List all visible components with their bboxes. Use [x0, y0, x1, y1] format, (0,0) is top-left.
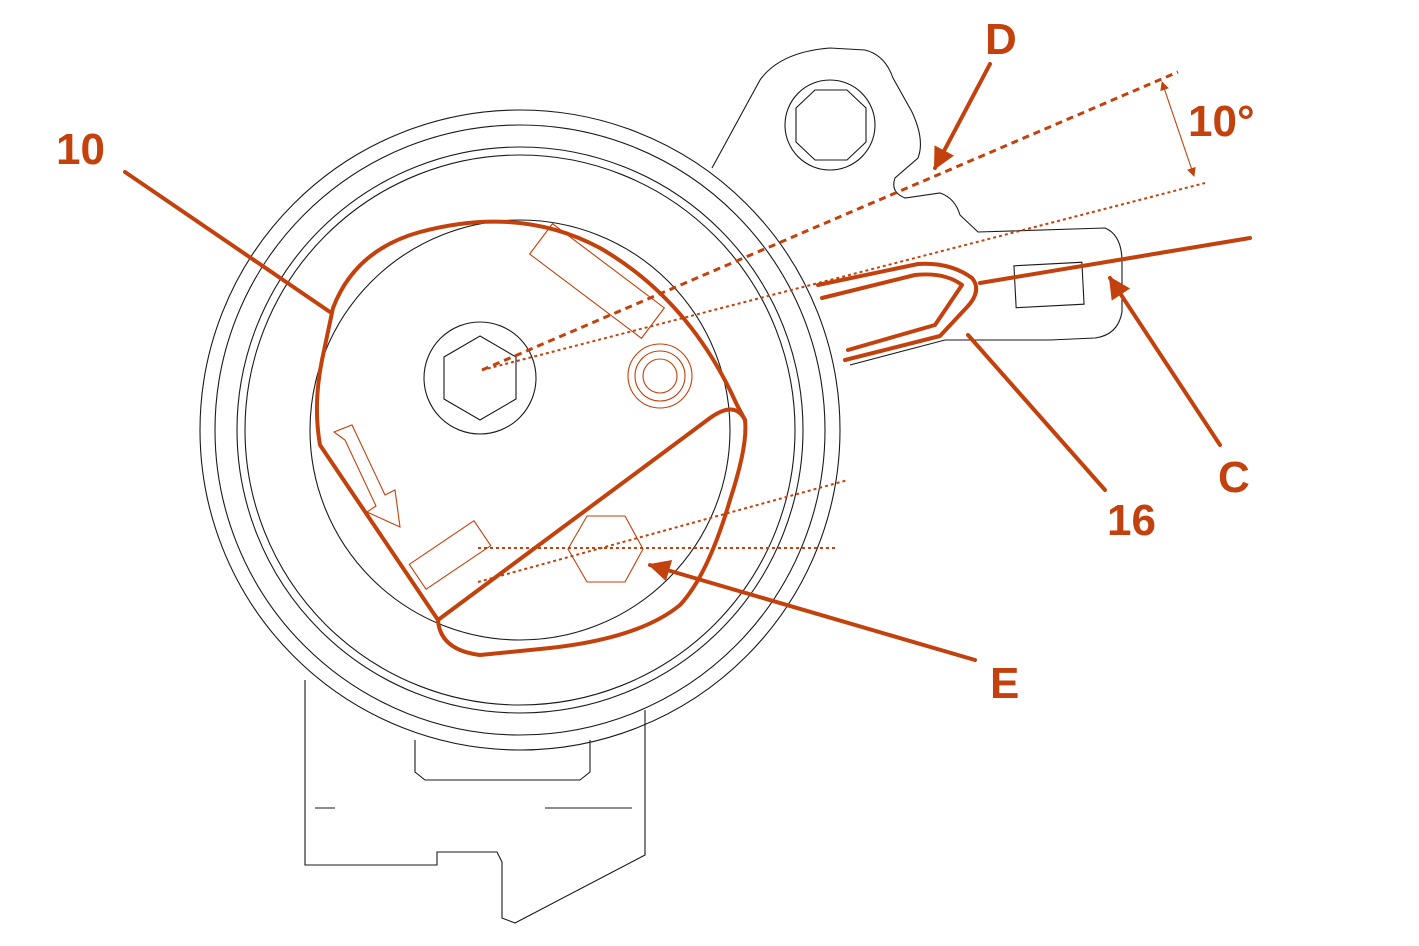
reference-line-e-angled: [477, 479, 849, 583]
leader-line-c: [1108, 276, 1222, 447]
leader-line-10: [123, 170, 332, 314]
callout-label-d: D: [985, 15, 1017, 64]
hex-nut-e: [567, 515, 644, 583]
leader-line-e: [647, 559, 977, 662]
center-bolt: [423, 321, 537, 435]
rotation-arrow-icon: [332, 424, 401, 528]
bracket-lower: [304, 680, 646, 924]
bolt-hole-upper: [784, 79, 876, 171]
reference-lines: [477, 70, 1206, 583]
callout-label-16: 16: [1107, 496, 1156, 545]
bracket-upper: [711, 47, 1123, 366]
callout-label-10: 10: [56, 125, 105, 174]
small-gear: [627, 343, 693, 409]
callout-label-e: E: [990, 659, 1019, 708]
leader-lines: [123, 62, 1222, 662]
arm-slots: [332, 222, 666, 591]
angle-label: 10°: [1188, 97, 1255, 146]
callout-line-c-reference: [978, 236, 1252, 285]
callout-label-c: C: [1218, 453, 1250, 502]
angle-dimension-arrow: [1160, 81, 1196, 177]
leader-line-16: [966, 333, 1107, 492]
labels: 10 D C 16 E 10°: [56, 15, 1255, 708]
tensioner-arm: [314, 219, 748, 657]
reference-line-lower: [481, 182, 1206, 371]
leader-line-d: [933, 62, 992, 170]
reference-line-d: [481, 70, 1179, 372]
pulley-rings: [199, 109, 841, 751]
locating-pin: [816, 261, 979, 362]
